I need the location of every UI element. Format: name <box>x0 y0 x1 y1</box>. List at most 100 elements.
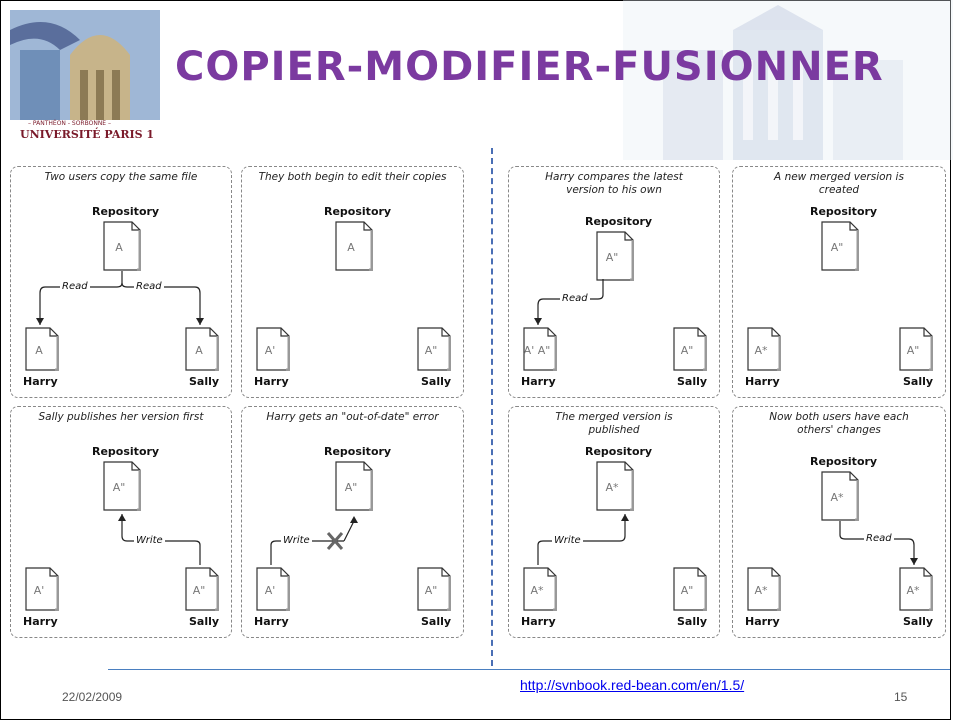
harry-document: A' <box>256 567 290 611</box>
document-version-label: A <box>115 241 123 254</box>
read-label: Read <box>864 533 894 544</box>
university-logo <box>10 10 160 150</box>
diagram-panel: Harry compares the latest version to his… <box>508 166 720 398</box>
document-version-label: A" <box>424 584 438 597</box>
panel-caption: Two users copy the same file <box>44 171 198 183</box>
repository-label: Repository <box>585 445 653 458</box>
document-version-label: A* <box>906 584 920 597</box>
arrow-head <box>118 514 126 521</box>
harry-label: Harry <box>23 375 58 388</box>
sally-document: A" <box>417 327 451 371</box>
repository-label: Repository <box>92 445 160 458</box>
document-version-label: A' <box>33 584 45 597</box>
harry-document: A <box>25 327 59 371</box>
arrow-head <box>196 318 204 325</box>
repository-document: A <box>103 221 141 271</box>
background-building-image <box>623 0 953 160</box>
sally-document: A <box>185 327 219 371</box>
repository-document: A" <box>821 221 859 271</box>
document-version-label: A <box>347 241 355 254</box>
sally-label: Sally <box>421 375 452 388</box>
repository-document: A" <box>335 461 373 511</box>
harry-document: A' <box>256 327 290 371</box>
document-version-label: A* <box>754 584 768 597</box>
sally-document: A" <box>673 567 707 611</box>
arrow-head <box>534 318 542 325</box>
write-label: Write <box>281 535 312 546</box>
document-version-label: A* <box>605 481 619 494</box>
panel-caption: The merged version is published <box>555 411 673 436</box>
panel-caption: Harry compares the latest version to his… <box>545 171 683 196</box>
arrow-line <box>39 271 123 325</box>
document-version-label: A* <box>830 491 844 504</box>
repository-label: Repository <box>324 445 392 458</box>
repository-document: A* <box>596 461 634 511</box>
harry-document: A* <box>747 327 781 371</box>
write-label: Write <box>552 535 583 546</box>
arrow-head <box>910 558 918 565</box>
document-version-label: A" <box>344 481 358 494</box>
repository-label: Repository <box>324 205 392 218</box>
document-version-label: A" <box>112 481 126 494</box>
sally-document: A" <box>899 327 933 371</box>
harry-label: Harry <box>254 375 289 388</box>
harry-label: Harry <box>521 375 556 388</box>
panel-caption: Harry gets an "out-of-date" error <box>266 411 439 423</box>
sally-label: Sally <box>677 375 708 388</box>
document-version-label: A" <box>680 584 694 597</box>
document-version-label: A* <box>754 344 768 357</box>
sally-label: Sally <box>903 615 934 628</box>
read-label: Read <box>60 281 90 292</box>
write-label: Write <box>134 535 165 546</box>
sally-document: A* <box>899 567 933 611</box>
repository-document: A" <box>103 461 141 511</box>
document-version-label: A' A" <box>523 344 551 357</box>
slide-title: COPIER-MODIFIER-FUSIONNER <box>175 44 884 90</box>
repository-label: Repository <box>810 205 878 218</box>
repository-document: A" <box>596 231 634 281</box>
repository-label: Repository <box>810 455 878 468</box>
document-version-label: A <box>195 344 203 357</box>
sally-label: Sally <box>421 615 452 628</box>
harry-label: Harry <box>254 615 289 628</box>
sally-label: Sally <box>677 615 708 628</box>
document-version-label: A" <box>680 344 694 357</box>
arrow-line <box>343 520 355 542</box>
read-label: Read <box>134 281 164 292</box>
document-version-label: A" <box>906 344 920 357</box>
harry-label: Harry <box>745 615 780 628</box>
harry-label: Harry <box>745 375 780 388</box>
diagram-panel: Now both users have each others' changes… <box>732 406 946 638</box>
document-version-label: A" <box>192 584 206 597</box>
panel-caption: They both begin to edit their copies <box>258 171 447 183</box>
logo-subtext: – PANTHÉON - SORBONNE – <box>28 120 112 127</box>
harry-document: A* <box>747 567 781 611</box>
arrow-head <box>350 516 358 523</box>
panel-caption: A new merged version is created <box>774 171 904 196</box>
repository-document: A* <box>821 471 859 521</box>
column-divider <box>491 148 493 666</box>
document-version-label: A" <box>605 251 619 264</box>
harry-label: Harry <box>521 615 556 628</box>
document-version-label: A" <box>424 344 438 357</box>
sally-document: A" <box>417 567 451 611</box>
sally-document: A" <box>185 567 219 611</box>
panel-caption: Now both users have each others' changes <box>769 411 909 436</box>
source-link[interactable]: http://svnbook.red-bean.com/en/1.5/ <box>520 677 745 693</box>
logo-text: UNIVERSITÉ PARIS 1 <box>20 128 155 141</box>
slide-date: 22/02/2009 <box>62 690 123 704</box>
repository-label: Repository <box>585 215 653 228</box>
sally-document: A" <box>673 327 707 371</box>
arrow-head <box>36 318 44 325</box>
document-version-label: A* <box>530 584 544 597</box>
panel-caption: Sally publishes her version first <box>38 411 204 423</box>
arrow-head <box>621 514 629 521</box>
harry-label: Harry <box>23 615 58 628</box>
footer-line <box>108 669 950 670</box>
